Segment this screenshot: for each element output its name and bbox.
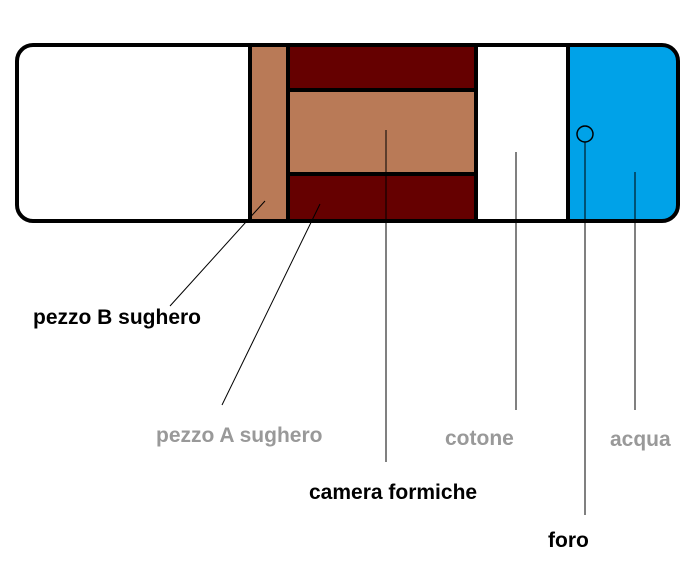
water-section (568, 45, 678, 221)
ant-chamber-bottom (288, 174, 476, 221)
leader-line-pezzo-b (169, 200, 266, 307)
cork-piece-b (250, 45, 288, 221)
empty-section (17, 45, 250, 221)
label-camera-formiche: camera formiche (309, 481, 477, 504)
label-pezzo-a: pezzo A sughero (156, 424, 322, 447)
leader-line-pezzo-a (221, 203, 321, 406)
label-acqua: acqua (610, 428, 671, 451)
label-cotone: cotone (445, 427, 514, 450)
tube-outline (15, 43, 680, 223)
cotton-section (476, 45, 568, 221)
label-foro: foro (548, 529, 589, 552)
ant-chamber-top (288, 45, 476, 90)
label-pezzo-b: pezzo B sughero (33, 306, 201, 329)
cork-piece-a (288, 90, 476, 174)
